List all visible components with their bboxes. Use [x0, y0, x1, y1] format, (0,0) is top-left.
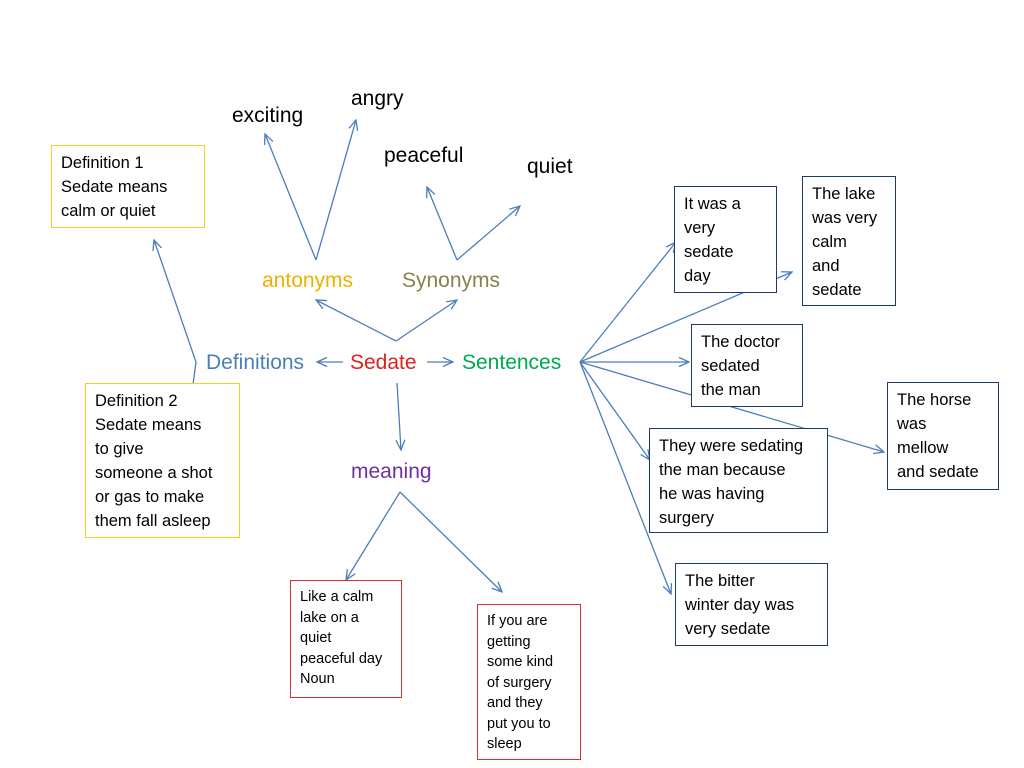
meaning-2-line: If you are	[487, 613, 548, 629]
sentence-box-4: They were sedating the man because he wa…	[649, 428, 828, 533]
meaning-2-line: some kind	[487, 654, 554, 670]
arrow-antonyms-to-angry	[315, 120, 356, 261]
definition-1-line: Sedate means	[61, 178, 168, 196]
sentence-4-line: They were sedating	[659, 437, 803, 455]
sentence-2-line: was very	[812, 209, 878, 227]
arrow-synonyms-to-peaceful	[427, 187, 458, 261]
sentence-1-line: very	[684, 219, 716, 237]
definition-2-line: them fall asleep	[95, 512, 211, 530]
arrow-meaning-to-box2	[399, 491, 502, 592]
sentence-3-line: sedated	[701, 357, 760, 375]
branch-antonyms: antonyms	[262, 269, 354, 292]
sentence-box-3: The doctor sedated the man	[691, 324, 803, 407]
sentence-1-line: It was a	[684, 195, 741, 213]
meaning-2-line: getting	[487, 633, 531, 650]
definition-1-line: calm or quiet	[61, 202, 156, 220]
meaning-2-line: and they	[487, 695, 543, 711]
arrow-sentences-to-s4	[579, 361, 650, 460]
arrow-sentences-to-s5	[579, 361, 884, 452]
sentence-6-line: winter day was	[685, 596, 795, 614]
definition-2-line: Sedate means	[95, 416, 202, 434]
sentence-4-line: he was having	[659, 485, 765, 503]
sentence-6-line: The bitter	[685, 572, 755, 590]
sentence-2-line: calm	[812, 233, 847, 251]
sentence-2-line: The lake	[812, 185, 876, 203]
definition-1-line: Definition 1	[61, 154, 144, 172]
branch-meaning: meaning	[351, 460, 432, 483]
sentence-box-1: It was a very sedate day	[674, 186, 777, 293]
sentence-5-line: The horse	[897, 391, 972, 409]
synonym-word-quiet: quiet	[527, 155, 573, 178]
arrow-antonyms-to-exciting	[265, 134, 317, 261]
sentence-1-line: day	[684, 267, 711, 285]
sentence-box-6: The bitter winter day was very sedate	[675, 563, 828, 646]
meaning-2-line: sleep	[487, 736, 522, 752]
sentence-4-line: surgery	[659, 509, 715, 527]
sentence-4-line: the man because	[659, 461, 786, 479]
center-word-sedate: Sedate	[350, 351, 417, 374]
branch-sentences: Sentences	[462, 351, 562, 374]
definition-2-line: or gas to make	[95, 488, 205, 506]
definition-box-1: Definition 1 Sedate means calm or quiet	[51, 145, 205, 228]
branch-synonyms: Synonyms	[402, 269, 501, 292]
sentence-5-line: was	[897, 415, 927, 433]
sentence-6-line: very sedate	[685, 620, 771, 638]
meaning-1-line: lake on a	[300, 609, 359, 626]
antonym-word-exciting: exciting	[232, 104, 304, 127]
sentence-3-line: the man	[701, 381, 761, 399]
sentence-5-line: mellow	[897, 439, 949, 457]
branch-definitions: Definitions	[206, 351, 305, 374]
sentence-5-line: and sedate	[897, 463, 979, 481]
definition-2-line: someone a shot	[95, 464, 213, 482]
meaning-box-1: Like a calm lake on a quiet peaceful day…	[290, 580, 402, 698]
arrow-sedate-to-antonyms	[316, 300, 397, 342]
definition-2-line: Definition 2	[95, 392, 178, 410]
arrow-synonyms-to-quiet	[456, 206, 520, 261]
definition-2-line: to give	[95, 440, 144, 458]
meaning-2-line: put you to	[487, 715, 551, 732]
arrow-sentences-to-s1	[579, 242, 676, 363]
arrow-sedate-to-synonyms	[395, 300, 457, 342]
meaning-1-line: Like a calm	[300, 589, 374, 605]
arrow-definitions-to-def1	[154, 240, 197, 363]
arrow-sedate-to-meaning	[397, 382, 401, 450]
meaning-2-line: of surgery	[487, 674, 552, 691]
sentence-box-2: The lake was very calm and sedate	[802, 176, 896, 306]
arrow-meaning-to-box1	[346, 491, 401, 580]
sentence-2-line: and	[812, 257, 840, 275]
sentence-1-line: sedate	[684, 243, 734, 261]
antonym-word-angry: angry	[351, 87, 404, 110]
sentence-3-line: The doctor	[701, 333, 780, 351]
synonym-word-peaceful: peaceful	[384, 144, 464, 167]
meaning-1-line: peaceful day	[300, 650, 383, 667]
sentence-2-line: sedate	[812, 281, 862, 299]
arrow-sentences-to-s6	[579, 361, 671, 594]
definition-box-2: Definition 2 Sedate means to give someon…	[85, 383, 240, 538]
meaning-1-line: quiet	[300, 630, 332, 646]
meaning-1-line: Noun	[300, 671, 335, 687]
meaning-box-2: If you are getting some kind of surgery …	[477, 604, 581, 760]
sentence-box-5: The horse was mellow and sedate	[887, 382, 999, 490]
